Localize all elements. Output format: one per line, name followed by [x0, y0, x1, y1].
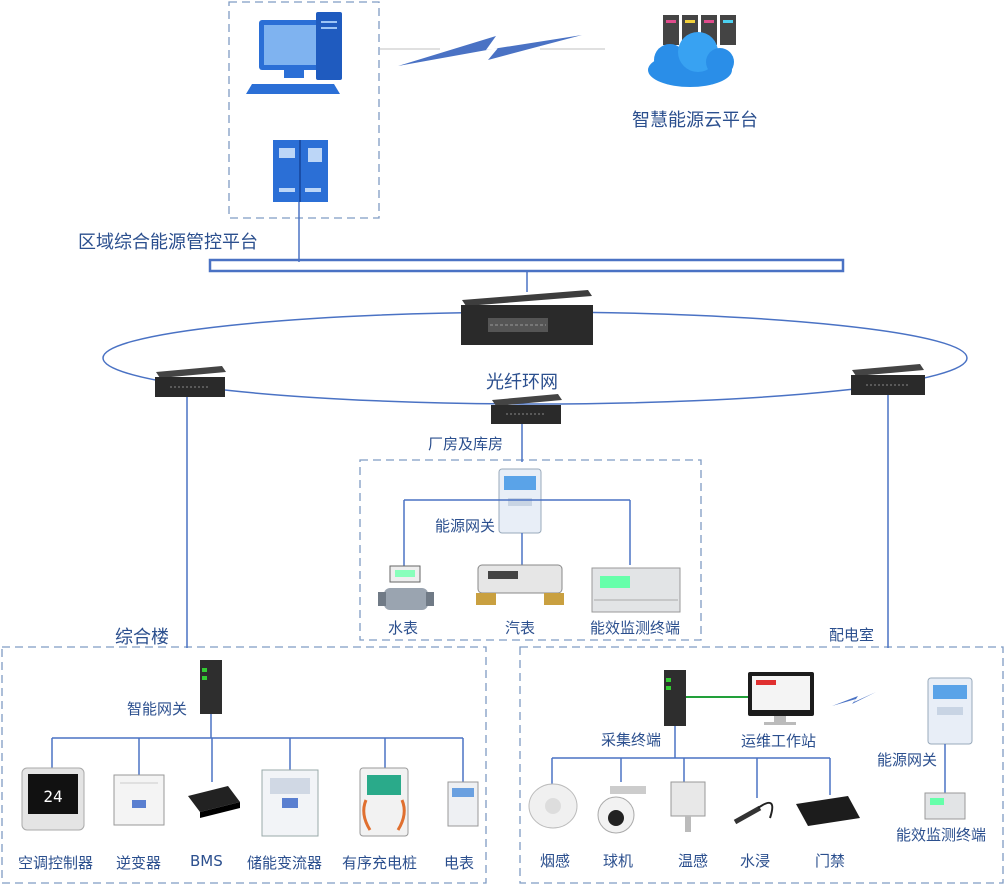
- electric-meter-icon: [447, 781, 479, 827]
- regional-bus: [208, 258, 845, 273]
- fiber-ring-label: 光纤环网: [486, 372, 558, 393]
- factory-box: [359, 459, 702, 641]
- efficiency-terminal-right-label: 能效监测终端: [896, 826, 987, 844]
- monitor-icon: [748, 672, 814, 725]
- water-leak-label: 水浸: [740, 852, 771, 870]
- wireless-bolt-icon: [832, 692, 876, 706]
- bms-icon: [188, 786, 240, 818]
- charging-pile-icon: [359, 767, 409, 837]
- cloud-platform-label: 智慧能源云平台: [632, 110, 758, 131]
- smoke-sensor-icon: [528, 783, 578, 829]
- energy-gateway-meter-right-icon: [927, 677, 973, 745]
- inverter-label: 逆变器: [116, 854, 162, 872]
- platform-box: [228, 1, 380, 219]
- electric-meter-label: 电表: [444, 854, 475, 872]
- temp-sensor-label: 温感: [678, 852, 709, 870]
- cloud-server-icon: [648, 15, 736, 87]
- bms-label: BMS: [190, 852, 223, 870]
- temp-sensor-icon: [670, 781, 706, 832]
- energy-gateway-center-label: 能源网关: [435, 517, 496, 535]
- efficiency-terminal-center-label: 能效监测终端: [590, 619, 681, 637]
- efficiency-terminal-right-icon: [924, 792, 966, 820]
- complex-building-box: [1, 646, 487, 884]
- ac-controller-icon: 24: [21, 767, 85, 831]
- wireless-bolt-icon: [398, 35, 582, 66]
- factory-warehouse-label: 厂房及库房: [428, 435, 504, 453]
- ops-workstation-label: 运维工作站: [741, 732, 817, 750]
- svg-text:24: 24: [43, 787, 62, 806]
- dome-camera-label: 球机: [603, 852, 634, 870]
- collection-terminal-label: 采集终端: [601, 731, 662, 749]
- energy-gateway-meter-icon: [498, 468, 542, 534]
- water-leak-icon: [733, 801, 774, 825]
- steam-meter-label: 汽表: [505, 619, 536, 637]
- smart-gateway-label: 智能网关: [127, 700, 188, 718]
- collection-terminal-icon: [664, 670, 686, 726]
- server-icon: [273, 140, 328, 202]
- charging-pile-label: 有序充电桩: [342, 854, 418, 872]
- energy-storage-converter-icon: [261, 769, 319, 837]
- distribution-room-box: [519, 646, 1004, 884]
- water-meter-icon: [378, 565, 434, 610]
- smoke-sensor-label: 烟感: [540, 852, 571, 870]
- access-control-label: 门禁: [815, 852, 846, 870]
- energy-gateway-right-label: 能源网关: [877, 751, 938, 769]
- ac-controller-label: 空调控制器: [18, 854, 94, 872]
- energy-storage-converter-label: 储能变流器: [247, 854, 323, 872]
- smart-gateway-icon: [200, 660, 222, 714]
- distribution-room-label: 配电室: [829, 626, 875, 644]
- switch-left-icon: [155, 366, 226, 397]
- complex-building-label: 综合楼: [115, 627, 169, 648]
- core-switch-icon: [461, 290, 593, 345]
- efficiency-terminal-icon: [591, 567, 681, 613]
- access-control-icon: [796, 796, 860, 826]
- switch-right-icon: [851, 364, 925, 395]
- dome-camera-icon: [597, 786, 646, 834]
- switch-center-icon: [491, 394, 562, 424]
- steam-meter-icon: [476, 564, 564, 605]
- regional-platform-label: 区域综合能源管控平台: [78, 232, 258, 253]
- water-meter-label: 水表: [388, 619, 419, 637]
- inverter-icon: [113, 774, 165, 826]
- computer-icon: [246, 12, 342, 94]
